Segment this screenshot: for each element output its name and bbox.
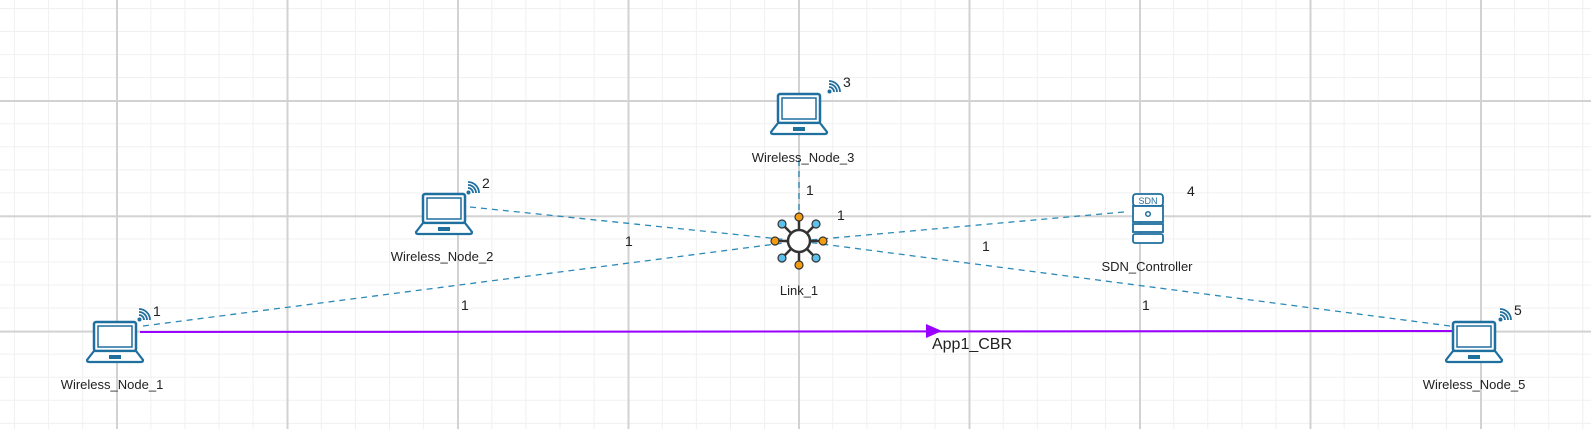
wifi-icon (827, 80, 841, 94)
wireless-hub-icon[interactable] (769, 211, 829, 271)
application-label[interactable]: App1_CBR (931, 336, 1013, 353)
link-interface-label: 1 (461, 297, 469, 313)
link-node1[interactable] (142, 240, 800, 327)
link-interface-label: 1 (1142, 297, 1150, 313)
link-sdn[interactable] (798, 211, 1125, 242)
node-label: SDN_Controller (1101, 259, 1193, 274)
node-label: Wireless_Node_3 (751, 150, 855, 165)
laptop-icon[interactable] (414, 192, 474, 236)
link-interface-label: 1 (982, 238, 990, 254)
application-flow-arrow (926, 324, 942, 338)
node-label: Wireless_Node_5 (1422, 377, 1526, 392)
wifi-icon (1498, 308, 1512, 322)
svg-text:SDN: SDN (1138, 196, 1157, 206)
node-id: 4 (1187, 183, 1195, 199)
link-interface-label: 1 (806, 182, 814, 198)
laptop-icon[interactable] (1444, 320, 1504, 364)
node-label: Wireless_Node_2 (390, 249, 494, 264)
node-id: 5 (1514, 302, 1522, 318)
node-id: 1 (153, 303, 161, 319)
application-flow-line[interactable] (139, 330, 1453, 333)
link-interface-label: 1 (625, 233, 633, 249)
node-label: Link_1 (779, 283, 819, 298)
wifi-icon (137, 308, 151, 322)
node-id: 1 (837, 207, 845, 223)
laptop-icon[interactable] (769, 92, 829, 136)
node-id: 3 (843, 74, 851, 90)
link-node5[interactable] (798, 240, 1451, 327)
link-node2[interactable] (469, 206, 800, 242)
laptop-icon[interactable] (85, 320, 145, 364)
node-label: Wireless_Node_1 (60, 377, 164, 392)
sdn-server-icon[interactable]: SDN (1131, 193, 1165, 245)
node-id: 2 (482, 175, 490, 191)
wifi-icon (466, 181, 480, 195)
